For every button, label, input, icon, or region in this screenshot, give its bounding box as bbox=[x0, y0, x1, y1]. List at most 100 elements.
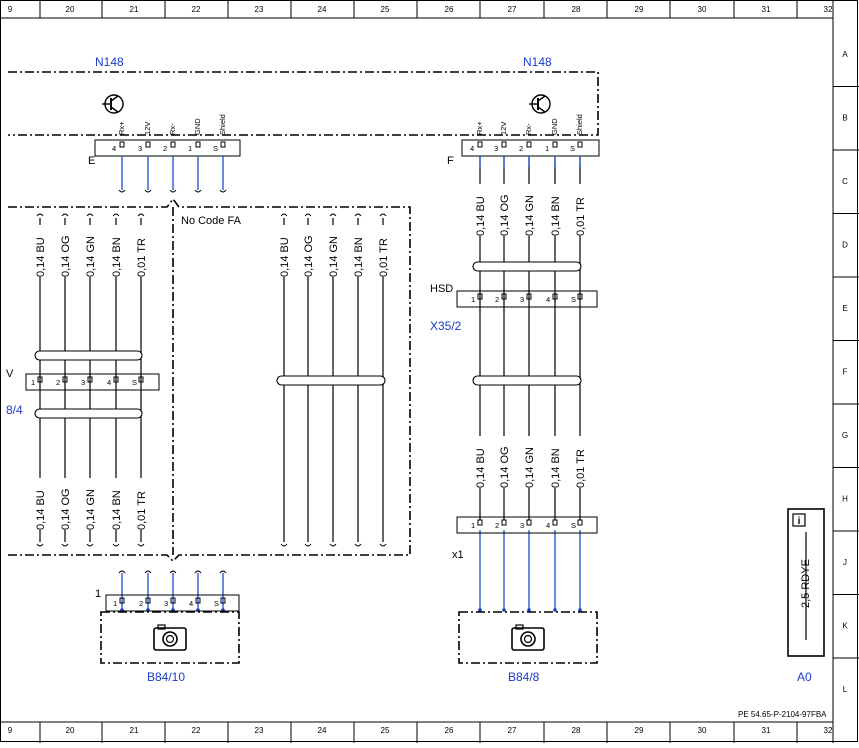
pin-number: 2 bbox=[163, 144, 167, 153]
pin-number: 4 bbox=[546, 521, 550, 530]
grid-row-label: G bbox=[842, 431, 848, 440]
twisted-pair-marker bbox=[472, 375, 582, 386]
connector-f bbox=[461, 139, 600, 157]
wire-label: 0,14 GN bbox=[85, 236, 97, 277]
wire-label: 0,14 BN bbox=[550, 448, 562, 488]
connector-f-label: F bbox=[447, 155, 454, 167]
a0-label: A0 bbox=[797, 670, 812, 684]
grid-col-label: 22 bbox=[192, 5, 201, 14]
doc-reference: PE 54.65-P-2104-97FBA bbox=[738, 710, 827, 719]
x1-label: x1 bbox=[452, 549, 464, 561]
grid-col-label: 29 bbox=[635, 726, 644, 735]
pin-signal-label: 12V bbox=[143, 122, 152, 135]
connector-x35-2 bbox=[456, 290, 598, 308]
wire-label: 0,14 OG bbox=[60, 488, 72, 530]
pin-number: 3 bbox=[81, 378, 85, 387]
pin-number: 2 bbox=[139, 599, 143, 608]
grid-row-label: L bbox=[843, 685, 848, 694]
grid-col-label: 24 bbox=[318, 5, 327, 14]
grid-col-label: 9 bbox=[8, 5, 13, 14]
wire-label: 0,14 GN bbox=[524, 447, 536, 488]
twisted-pair-marker bbox=[34, 408, 143, 419]
grid-col-label: 28 bbox=[572, 726, 581, 735]
n148-left-label: N148 bbox=[95, 55, 124, 69]
wire-label: 0,14 GN bbox=[328, 236, 340, 277]
wire-label: 0,14 GN bbox=[524, 195, 536, 236]
pin-number: 3 bbox=[138, 144, 142, 153]
wire-label: 0,14 BU bbox=[475, 196, 487, 236]
grid-col-label: 31 bbox=[762, 5, 771, 14]
grid-col-label: 20 bbox=[66, 5, 75, 14]
pin-signal-label: 12V bbox=[499, 122, 508, 135]
pin-number: S bbox=[571, 295, 576, 304]
pin-number: 4 bbox=[112, 144, 116, 153]
grid-col-label: 23 bbox=[255, 726, 264, 735]
grid-col-label: 24 bbox=[318, 726, 327, 735]
twisted-pair-marker bbox=[34, 350, 143, 361]
pin-number: 1 bbox=[31, 378, 35, 387]
pin-number: 1 bbox=[113, 599, 117, 608]
pin-signal-label: Shield bbox=[575, 114, 584, 135]
pin-number: 3 bbox=[520, 521, 524, 530]
wire-label: 0,14 BU bbox=[35, 237, 47, 277]
wire-label: 0,01 TR bbox=[136, 491, 148, 530]
grid-col-label: 9 bbox=[8, 726, 13, 735]
camera-icon bbox=[511, 624, 545, 651]
grid-col-label: 27 bbox=[508, 726, 517, 735]
pin-number: 4 bbox=[189, 599, 193, 608]
pin-number: 4 bbox=[470, 144, 474, 153]
grid-row-label: F bbox=[843, 368, 848, 377]
grid-col-label: 32 bbox=[824, 5, 833, 14]
grid-row-label: B bbox=[842, 114, 847, 123]
grid-col-label: 23 bbox=[255, 5, 264, 14]
pin-signal-label: GND bbox=[550, 118, 559, 135]
pin-number: S bbox=[132, 378, 137, 387]
wire-label: 0,14 BN bbox=[111, 490, 123, 530]
option-frame bbox=[8, 197, 411, 563]
grid-row-label: A bbox=[842, 50, 848, 59]
camera-b84-10-box bbox=[100, 611, 240, 664]
pin-signal-label: Rx+ bbox=[475, 121, 484, 135]
grid-col-label: 28 bbox=[572, 5, 581, 14]
grid-col-label: 30 bbox=[698, 726, 707, 735]
pin-signal-label: Rx+ bbox=[117, 121, 126, 135]
connector-e bbox=[94, 139, 241, 157]
pin-number: 1 bbox=[545, 144, 549, 153]
no-code-label: No Code FA bbox=[181, 215, 242, 227]
grid-row-label: K bbox=[842, 622, 848, 631]
a0-wire-label: 2,5 RDYE bbox=[800, 559, 812, 608]
wire-label: 0,14 OG bbox=[303, 235, 315, 277]
wire-label: 0,14 BU bbox=[475, 448, 487, 488]
pin-number: 2 bbox=[495, 295, 499, 304]
grid-col-label: 25 bbox=[381, 5, 390, 14]
wire-label: 0,01 TR bbox=[378, 238, 390, 277]
pin-number: 4 bbox=[107, 378, 111, 387]
a0-box bbox=[787, 508, 825, 657]
pin-signal-label: GND bbox=[193, 118, 202, 135]
b84-10-label: B84/10 bbox=[147, 670, 185, 684]
b84-8-label: B84/8 bbox=[508, 670, 540, 684]
camera-b84-8-box bbox=[458, 611, 598, 664]
pin-signal-label: Shield bbox=[218, 114, 227, 135]
n148-right-label: N148 bbox=[523, 55, 552, 69]
x35-2-label: X35/2 bbox=[430, 319, 462, 333]
pin-number: 3 bbox=[520, 295, 524, 304]
pin-signal-label: Rx- bbox=[168, 123, 177, 135]
grid-col-label: 25 bbox=[381, 726, 390, 735]
grid-col-label: 21 bbox=[130, 5, 139, 14]
wire-label: 0,14 BN bbox=[111, 237, 123, 277]
grid-row-label: J bbox=[843, 558, 847, 567]
twisted-pair-marker bbox=[472, 261, 582, 272]
info-icon bbox=[792, 513, 806, 527]
grid-col-label: 26 bbox=[445, 5, 454, 14]
grid-col-label: 30 bbox=[698, 5, 707, 14]
camera-icon bbox=[153, 624, 187, 651]
pin-number: 4 bbox=[546, 295, 550, 304]
wire-label: 0,14 BN bbox=[353, 237, 365, 277]
connector-x1 bbox=[456, 516, 598, 534]
